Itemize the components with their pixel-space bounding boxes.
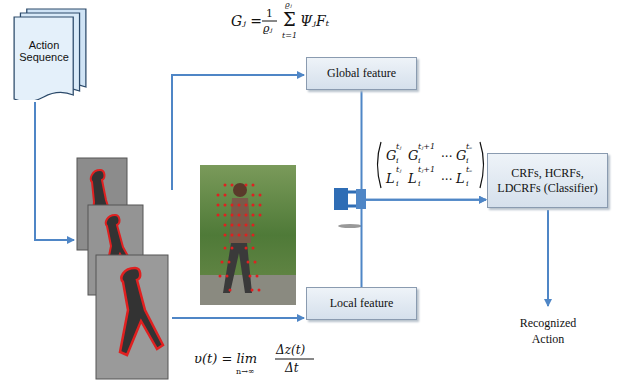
math-symbol: G [408, 149, 418, 162]
math-symbol: ϱⱼ [263, 23, 272, 34]
math-symbol: L [408, 172, 417, 185]
math-symbol: ϱⱼ [285, 1, 292, 9]
node-label: Local feature [330, 296, 394, 311]
math-symbol: tⱼ [396, 143, 401, 151]
classifier-box: CRFs, HCRFs, LDCRFs (Classifier) [487, 153, 608, 208]
math-symbol: υ(t) = lim [194, 352, 257, 365]
process-box: Global feature [306, 57, 417, 90]
math-symbol: t=1 [282, 32, 297, 40]
node-label: CRFs, HCRFs, LDCRFs (Classifier) [494, 166, 601, 196]
node-text-group: Global feature [327, 66, 396, 81]
math-symbol: G [456, 149, 466, 162]
math-symbol: ΨⱼFₜ [300, 14, 329, 28]
connector [362, 200, 487, 287]
math-symbol: Δt [285, 362, 299, 374]
math-symbol: Σ [283, 11, 296, 29]
math-symbol: i [396, 157, 399, 165]
process-box: Local feature [306, 287, 417, 320]
math-symbol: i [418, 157, 421, 165]
math-symbol: i [418, 180, 421, 188]
math-symbol: ··· [441, 174, 452, 186]
math-symbol: n→∞ [236, 368, 255, 376]
math-symbol: tⱼ+1 [418, 166, 435, 174]
math-symbol: 1 [266, 8, 273, 19]
math-symbol: tₑ [466, 166, 472, 174]
math-symbol: i [466, 180, 469, 188]
node-label: Action Sequence [12, 39, 76, 63]
math-symbol: tₑ [466, 143, 472, 151]
math-symbol: ··· [441, 151, 452, 163]
node-text-group: Action Sequence [12, 39, 76, 63]
node-label: Global feature [327, 66, 396, 81]
math-symbol: L [456, 172, 465, 185]
math-symbol: i [396, 180, 399, 188]
document-stack: Action Sequence [12, 8, 88, 100]
output-label: Recognized Action [506, 316, 590, 347]
node-text-group: CRFs, HCRFs, LDCRFs (Classifier) [494, 166, 601, 196]
math-symbol: L [386, 172, 395, 185]
math-symbol: i [466, 157, 469, 165]
math-symbol: tⱼ [396, 166, 401, 174]
math-symbol: Gⱼ = [231, 14, 262, 28]
connector [362, 90, 487, 200]
math-symbol: tⱼ+1 [418, 143, 435, 151]
math-symbol: G [386, 149, 396, 162]
node-text-group: Local feature [330, 296, 394, 311]
math-symbol: Δz(t) [276, 344, 305, 356]
